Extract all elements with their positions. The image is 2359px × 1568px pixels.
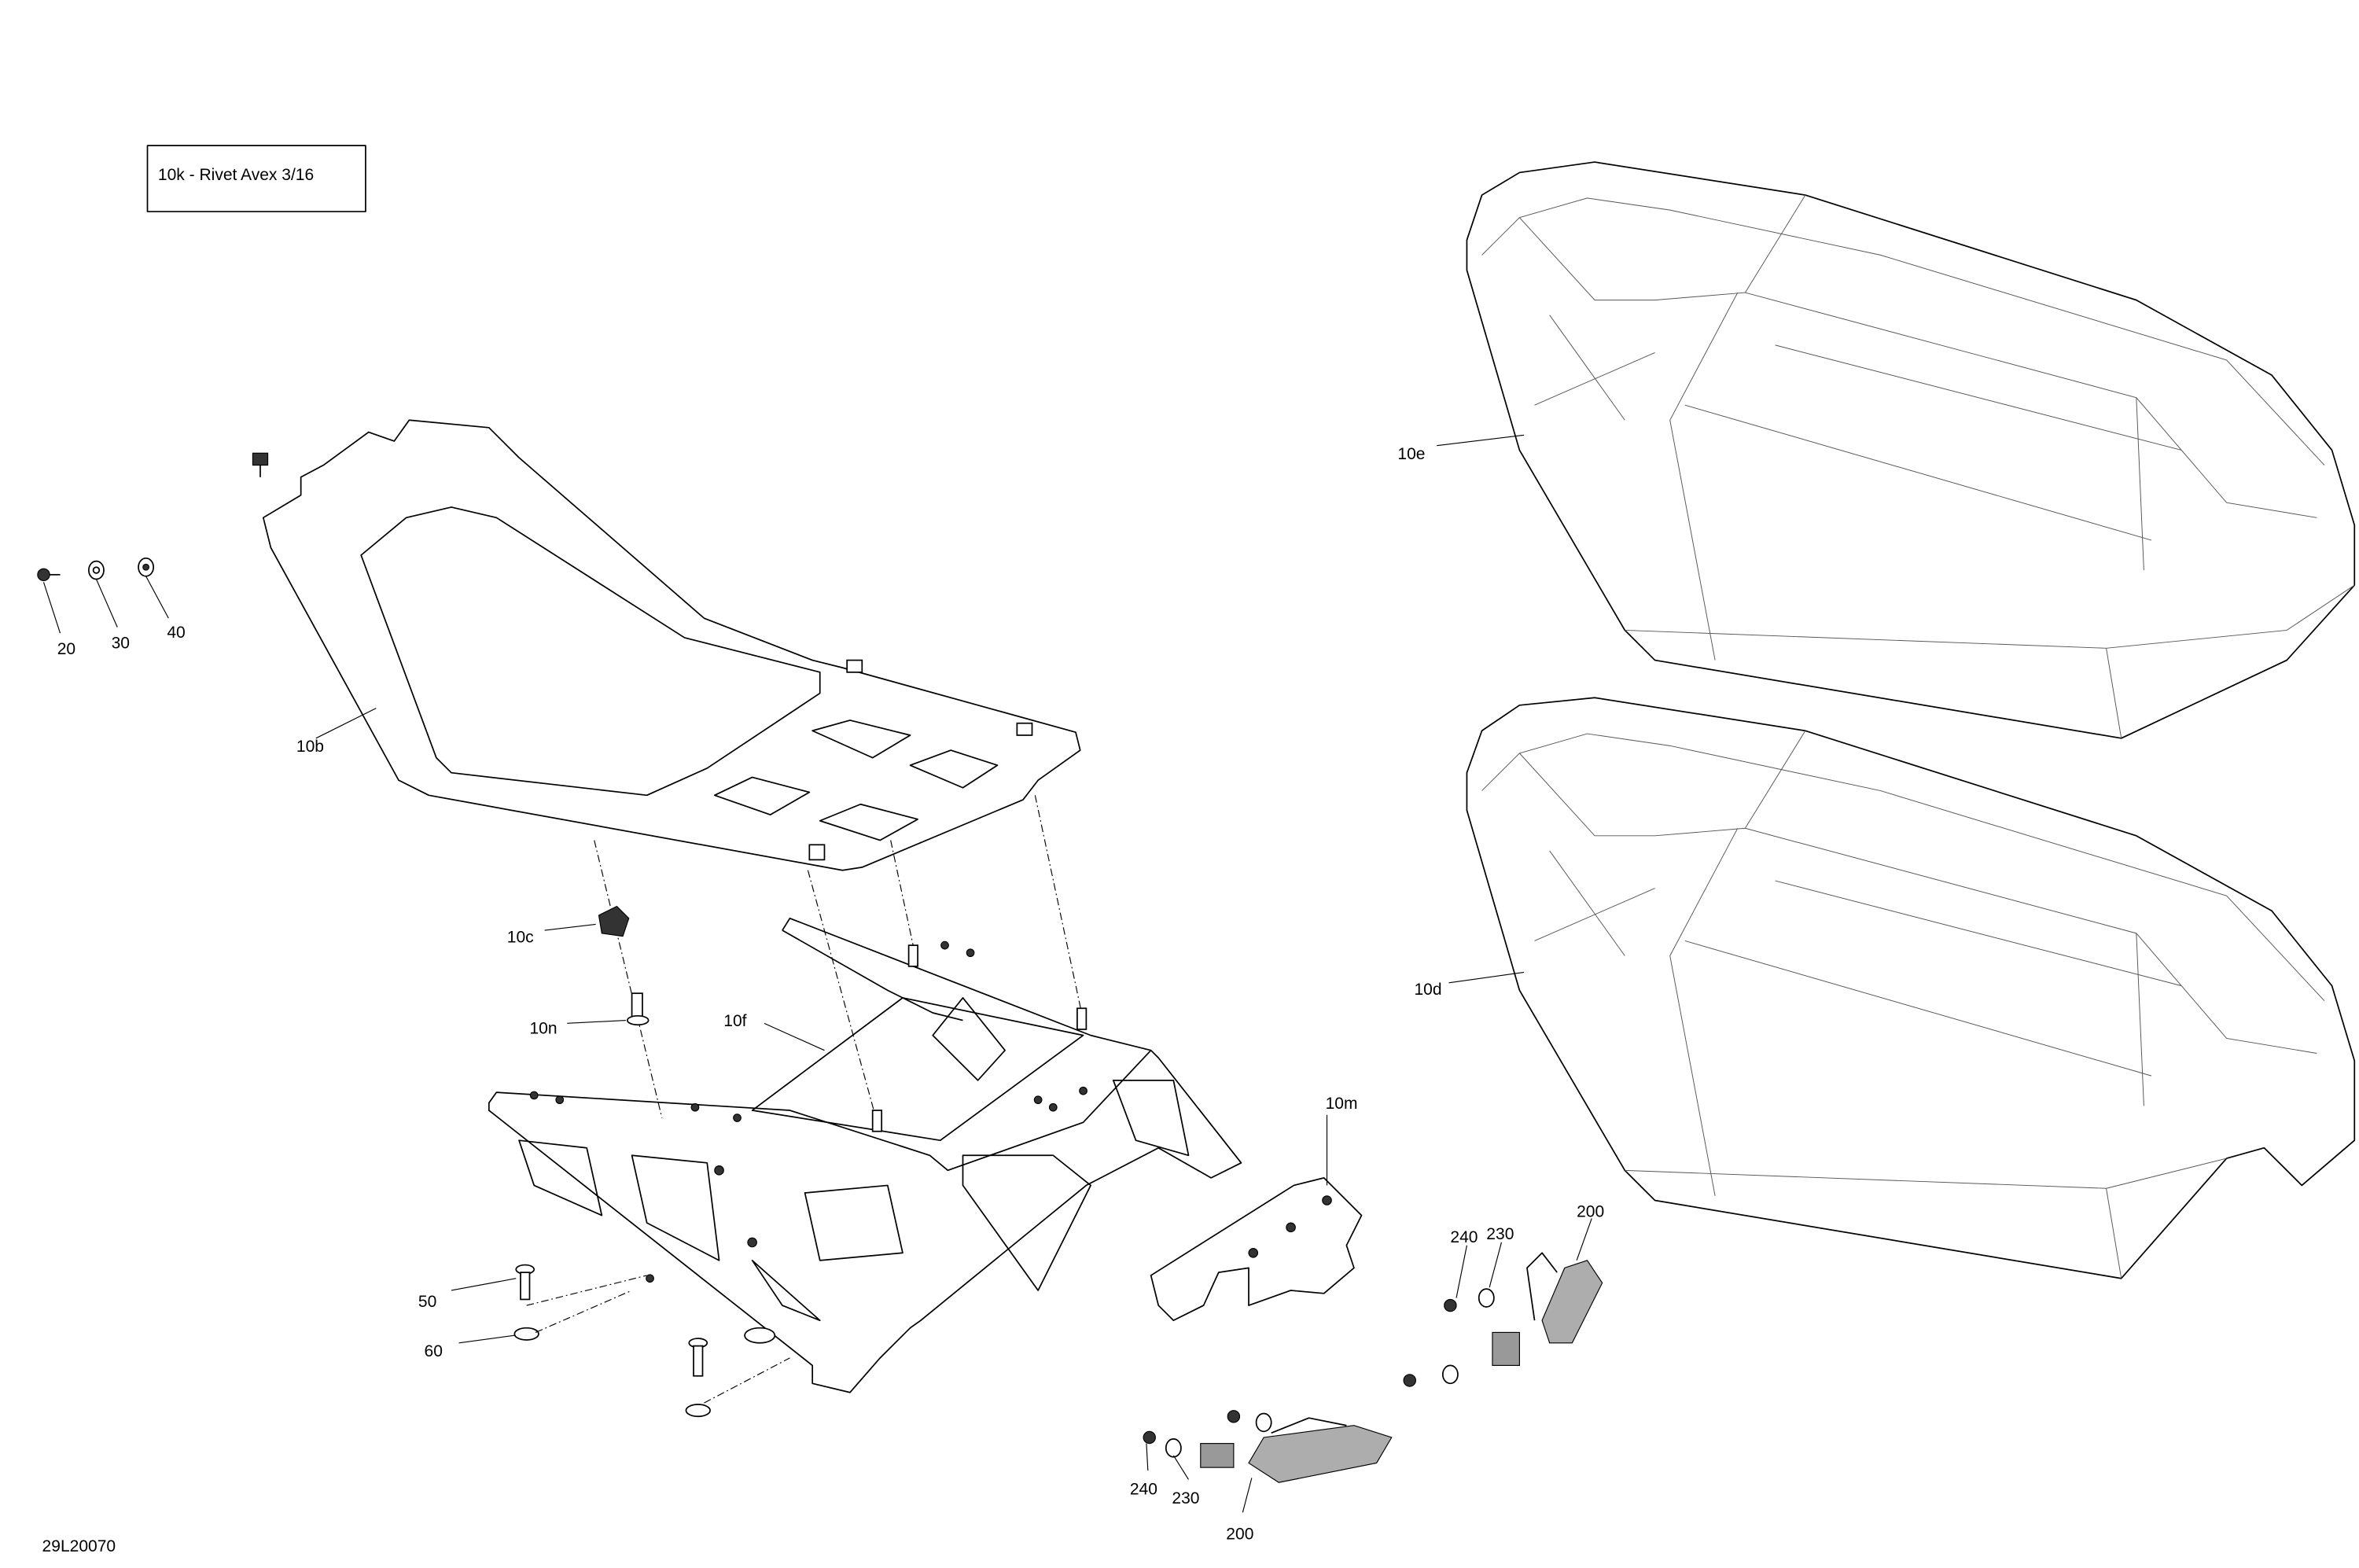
callout-10f: 10f (723, 1012, 746, 1030)
callout-200-right: 200 (1577, 1203, 1604, 1221)
callout-10c: 10c (507, 928, 534, 946)
seat-frame-10f (488, 917, 1242, 1393)
assembly-lines (594, 795, 1084, 1123)
callout-60: 60 (425, 1342, 443, 1360)
callout-10m: 10m (1326, 1095, 1358, 1113)
bracket-10m (1150, 1114, 1363, 1322)
seat-10e (1437, 161, 2356, 739)
rivet-10n (567, 992, 650, 1026)
clip-10c (544, 905, 630, 937)
callout-labels: 20 30 40 10b 10c 10n 10f 10m 50 60 10e 1… (42, 445, 1605, 1555)
drawing-number: 29L20070 (42, 1537, 116, 1555)
callout-200-left: 200 (1226, 1526, 1253, 1544)
callout-50: 50 (418, 1293, 436, 1311)
callout-10d: 10d (1414, 981, 1441, 999)
callout-240-left: 240 (1130, 1481, 1157, 1499)
light-assembly-left (1143, 1410, 1393, 1513)
light-assembly-right (1403, 1218, 1603, 1387)
callout-10b: 10b (296, 738, 324, 756)
callout-40: 40 (167, 624, 185, 642)
screw-washer-50-60 (451, 1264, 790, 1418)
seat-10d (1448, 697, 2356, 1279)
hardware-20-30-40 (37, 557, 169, 634)
callout-30: 30 (112, 634, 130, 652)
callout-230-left: 230 (1172, 1489, 1199, 1507)
callout-20: 20 (57, 640, 75, 658)
callout-10e: 10e (1397, 445, 1425, 463)
callout-230-right: 230 (1486, 1225, 1514, 1243)
callout-10n: 10n (529, 1020, 557, 1038)
callout-240-right: 240 (1450, 1228, 1478, 1246)
seat-base-plate-10b (252, 419, 1081, 871)
note-text: 10k - Rivet Avex 3/16 (158, 166, 314, 184)
note-box: 10k - Rivet Avex 3/16 (146, 145, 366, 212)
